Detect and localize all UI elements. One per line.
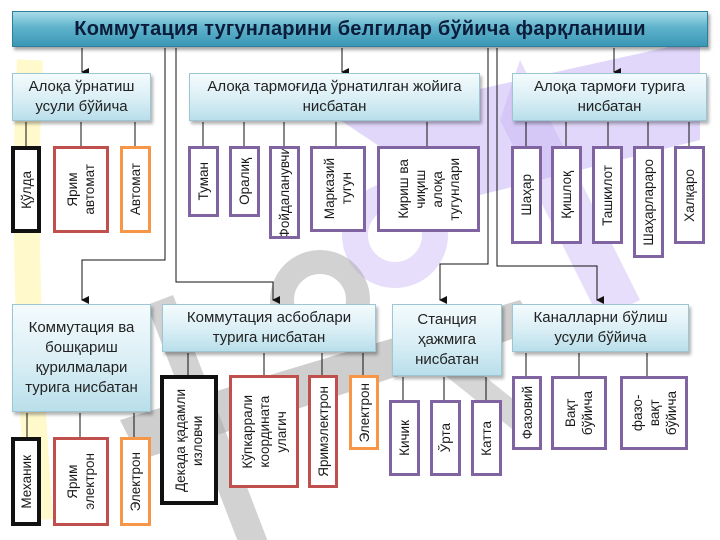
category-label: Каналларни бўлиш усули бўйича [533, 309, 668, 346]
leaf-space-time: фазо- вақт бўйича [620, 376, 688, 450]
leaf-mechanical: Механик [11, 437, 41, 526]
leaf-electronic-instr: Электрон [349, 375, 379, 450]
category-label: Коммутация ва бошқариш қурилмалари туриг… [25, 319, 138, 396]
category-label: Алоқа тармоғида ўрнатилган жойига нисбат… [207, 78, 462, 115]
category-station-size: Станция ҳажмига нисбатан [392, 304, 502, 376]
category-network-type: Алоқа тармоғи турига нисбатан [512, 73, 707, 121]
leaf-large: Катта [471, 400, 502, 476]
leaf-village: Қишлоқ [551, 146, 582, 244]
leaf-international: Халқаро [674, 146, 705, 244]
leaf-manual: Қўлда [11, 146, 41, 233]
category-connection-method: Алоқа ўрнатиш усули бўйича [12, 73, 151, 121]
leaf-district: Туман [188, 146, 219, 217]
diagram-title: Коммутация тугунларини белгилар бўйича ф… [12, 11, 708, 47]
leaf-semi-automatic: Ярим автомат [53, 146, 109, 233]
leaf-entry-exit-nodes: Кириш ва чиқиш алоқа тугунлари [377, 146, 480, 232]
leaf-intercity: Шаҳарлараро [633, 146, 664, 258]
category-label: Алоқа тармоғи турига нисбатан [534, 78, 685, 115]
leaf-central-node: Марказий тугун [310, 146, 366, 232]
category-network-location: Алоқа тармоғида ўрнатилган жойига нисбат… [189, 73, 480, 121]
leaf-city: Шаҳар [511, 146, 542, 244]
category-label: Алоқа ўрнатиш усули бўйича [28, 78, 135, 115]
leaf-decade-step-finder: Декада қадамли изловчи [160, 375, 218, 505]
category-channel-division: Каналларни бўлиш усули бўйича [512, 304, 689, 352]
leaf-organization: Ташкилот [592, 146, 623, 244]
leaf-electronic: Электрон [120, 437, 151, 526]
leaf-crossbar-switch: Кўпкаррали координата улагич [229, 375, 299, 488]
leaf-small: Кичик [389, 400, 420, 476]
leaf-intermediate: Оралиқ [229, 146, 260, 217]
leaf-medium: Ўрта [430, 400, 461, 476]
leaf-spatial: Фазовий [512, 376, 542, 450]
leaf-user: Фойдаланувчи [269, 146, 300, 239]
category-control-devices: Коммутация ва бошқариш қурилмалари туриг… [12, 304, 151, 412]
category-label: Коммутация асбоблари турига нисбатан [186, 309, 352, 346]
category-label: Станция ҳажмига нисбатан [415, 311, 479, 368]
category-switching-instruments: Коммутация асбоблари турига нисбатан [162, 304, 376, 352]
leaf-semi-electronic: Ярим электрон [53, 437, 109, 526]
leaf-semi-electronic-instr: Яримэлектрон [308, 375, 338, 488]
leaf-automatic: Автомат [120, 146, 151, 233]
leaf-time: Вақт бўйича [551, 376, 607, 450]
